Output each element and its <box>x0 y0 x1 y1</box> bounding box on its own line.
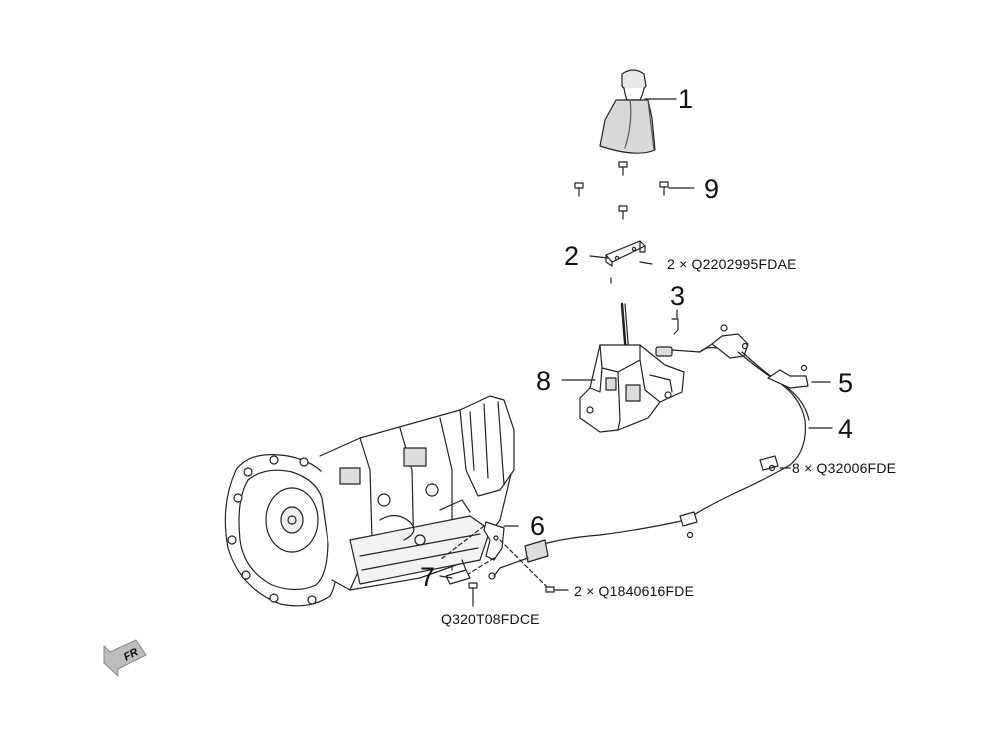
part-number-bracket-screws: 2 × Q2202995FDAE <box>667 256 797 272</box>
part-number-cable-clips: 8 × Q32006FDE <box>792 460 897 476</box>
callout-2: 2 <box>564 241 580 271</box>
part-number-mount-bolt: Q320T08FDCE <box>441 611 540 627</box>
front-direction-arrow-icon: FR <box>103 639 147 677</box>
shift-boot-assembly <box>599 69 677 154</box>
callout-6: 6 <box>530 511 546 541</box>
transmission-assembly <box>224 395 515 607</box>
callout-8: 8 <box>536 366 552 396</box>
callout-4: 4 <box>838 414 854 444</box>
part-number-bracket-bolts: 2 × Q1840616FDE <box>574 583 695 599</box>
shift-cable <box>488 309 833 580</box>
shifter-housing <box>561 302 685 433</box>
indicator-bracket <box>589 240 653 284</box>
callout-9: 9 <box>704 174 720 204</box>
screw-set <box>574 161 695 220</box>
shift-lever-arm <box>439 559 569 607</box>
callout-7: 7 <box>420 562 436 592</box>
callout-1: 1 <box>678 84 694 114</box>
callout-5: 5 <box>838 368 854 398</box>
callout-3: 3 <box>670 281 686 311</box>
